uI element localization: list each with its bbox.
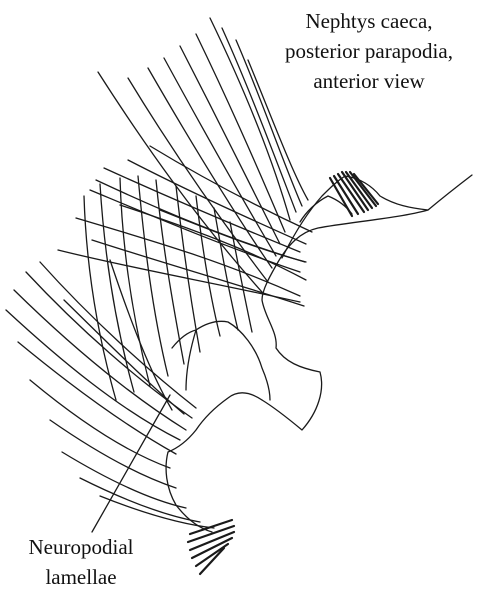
lower-chaetae	[6, 176, 252, 528]
neuropodial-lamella-inner	[172, 330, 196, 390]
neuropodial-lamella-upper	[196, 321, 270, 400]
lower-acicular-tuft	[188, 520, 234, 574]
upper-chaetae	[58, 18, 312, 306]
neuropodial-lamella-outline	[166, 393, 262, 532]
upper-acicular-tuft	[330, 172, 378, 216]
